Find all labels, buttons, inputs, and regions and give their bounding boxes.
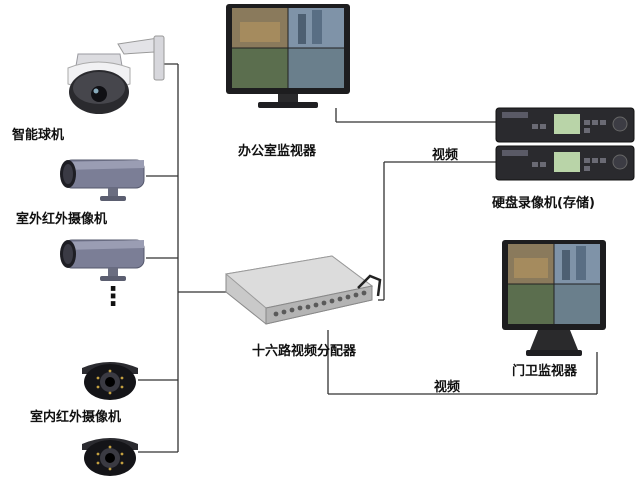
indoor-ir-camera-label: 室内红外摄像机 xyxy=(30,410,122,425)
more-cameras-ellipsis: ⋮ xyxy=(100,282,126,312)
gate-monitor-icon xyxy=(502,240,606,356)
indoor-ir-camera-icon xyxy=(82,438,138,476)
office-monitor-label: 办公室监视器 xyxy=(238,144,317,159)
dvr-icon xyxy=(495,107,635,181)
outdoor-ir-camera-icon xyxy=(60,159,145,201)
video-link-label: 视频 xyxy=(432,148,459,163)
office-monitor-icon xyxy=(226,4,350,108)
dome-camera-icon xyxy=(67,35,165,114)
gate-monitor-label: 门卫监视器 xyxy=(512,364,578,379)
outdoor-ir-camera-icon xyxy=(60,239,145,281)
video-distributor-label: 十六路视频分配器 xyxy=(252,344,357,359)
dvr-label: 硬盘录像机(存储) xyxy=(492,196,595,211)
indoor-ir-camera-icon xyxy=(82,362,138,400)
dome-camera-label: 智能球机 xyxy=(12,128,65,143)
video-link-label: 视频 xyxy=(434,380,461,395)
video-distributor-icon xyxy=(224,255,382,325)
outdoor-ir-camera-label: 室外红外摄像机 xyxy=(16,212,108,227)
